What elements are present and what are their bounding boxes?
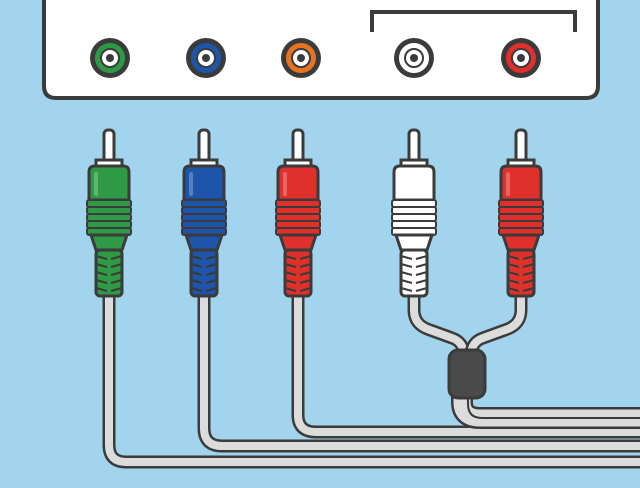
jack-audio-left xyxy=(394,38,434,78)
cable-bundle xyxy=(102,289,640,469)
jack-pb xyxy=(186,38,226,78)
rca-pb-plug xyxy=(181,128,227,298)
audio-bracket xyxy=(370,10,577,32)
jack-audio-right xyxy=(501,38,541,78)
jack-pr xyxy=(281,38,321,78)
device-panel xyxy=(42,0,600,100)
rca-audio-left-plug xyxy=(391,128,437,298)
jack-y xyxy=(90,38,130,78)
rca-y-plug xyxy=(86,128,132,298)
rca-pr-plug xyxy=(275,128,321,298)
rca-audio-right-plug xyxy=(498,128,544,298)
ferrite-core xyxy=(447,348,487,400)
